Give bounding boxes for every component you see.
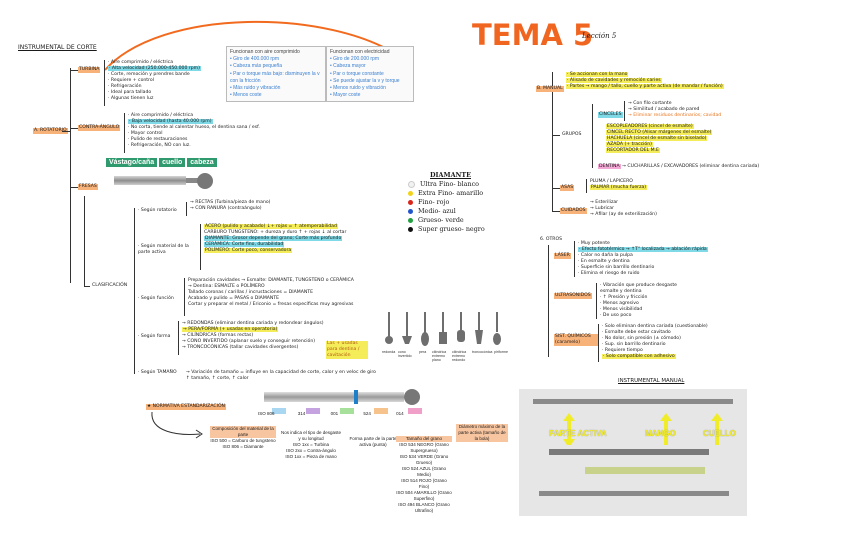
electricidad-box: Funcionan con electricidad • Giro de 200… [326,46,414,103]
asas-notes: PLUMA / LAPICERO PALMAR (mucha fuerza) [590,179,648,190]
manual-notes: · Se accionan con la mano · Alisado de c… [566,72,724,89]
diamante-legend: DIAMANTE Ultra Fino- blanco Extra Fino- … [408,171,485,234]
forma-notes: → REDONDAS (eliminar dentina cariada y r… [182,321,324,350]
funcion-group: · Según función [138,296,174,301]
clasificacion-label: CLASIFICACIÓN [92,283,128,288]
fino-dot [408,199,413,205]
iso-note-2: Nos indica el tipo de desgaste y su long… [280,430,342,459]
sist-quimicos-label: SIST. QUÍMICOS (caramelo) [554,334,598,346]
tamano-notes: → Variación de tamaño = influye en la ca… [186,370,376,381]
forma-note: Las + usadas para dentina / cavitación [326,341,368,359]
medio-dot [408,208,413,214]
material-notes: ACERO (pulido y acabado) ↓+ rojas = ↑ at… [204,224,347,253]
turbina-label: TURBINA [78,67,101,73]
iso-bur-diagram [264,389,422,414]
manual-label: B. MANUAL [536,86,564,92]
fresa-photo [114,173,213,189]
instrumental-manual-title: INSTRUMENTAL MANUAL [618,378,685,384]
page-subtitle: Lección 5 [582,32,617,40]
laser-label: LÁSER [554,253,571,259]
normativa-label: ★ NORMATIVA ESTANDARIZACIÓN [146,404,226,410]
grupos-label: GRUPOS [562,132,582,137]
rotatorio-label: A. ROTATORIO [33,128,68,134]
extra-fino-dot [408,190,413,196]
cinceles-label: CINCELES [598,112,623,118]
cuidados-label: CUIDADOS [560,208,587,214]
iso-code-row: ISO 806 314 001 524 014 [258,411,404,416]
otros-label: 6. OTROS [540,237,562,242]
material-group: · Según material de la parte activa [138,244,189,255]
iso-note-3: Forma parte de la parte activa (punta) [349,436,397,447]
forma-group: · Según forma [138,334,171,339]
ultra-fino-dot [408,180,415,188]
grueso-dot [408,217,413,223]
asas-label: ASAS [560,185,575,191]
fresa-parts-banner: Vástago/caña cuello cabeza [106,158,217,167]
iso-note-4: Tamaño del grano ISO 534 NEGRO (Grano Su… [396,436,452,513]
iso-note-1: Composición del material de la parte ISO… [210,426,276,449]
cuidados-notes: → Esterilizar → Lubricar → Afilar (ay de… [590,200,657,217]
ultrasonidos-label: ULTRASONIDOS [554,293,592,299]
super-grueso-dot [408,226,413,232]
ultra-notes: · Vibración que produce desgaste esmalte… [600,283,677,318]
bur-shapes-photo [385,312,501,346]
rotatorio-group: · Según rotatorio [138,208,177,213]
fresas-label: FRESAS [78,184,98,190]
funcion-notes: Preparación cavidades → Esmalte: DIAMANT… [188,278,354,307]
cinceles-notes: → Con filo cortante → Similitud / acabad… [628,101,722,118]
grupos-items: ESCOPLEADORES (cincel de esmalte) CINCEL… [606,124,713,153]
iso-note-5: Diámetro máximo de la parte activa (tama… [456,424,508,442]
turbina-notes: · Aire comprimido / eléctrica · Alta vel… [108,60,201,101]
instrumental-manual-photo: PARTE ACTIVA MANGO CUELLO [519,389,747,516]
curved-arrow [151,411,203,439]
dentina-row: DENTINA → CUCHARILLAS / EXCAVADORES (eli… [598,164,760,169]
section-title: INSTRUMENTAL DE CORTE [18,44,97,51]
quimicos-notes: · Solo eliminan dentina cariada (cuestio… [602,324,708,359]
laser-notes: · Muy potente · Efecto fototérmico → ↑T°… [578,241,708,276]
contra-notes: · Aire comprimido / eléctrica · Baja vel… [128,113,260,148]
aire-comprimido-box: Funcionan con aire comprimido • Giro de … [226,46,326,103]
page-title: TEMA 5 [472,18,594,52]
tamano-group: · Según TAMAÑO [138,370,177,375]
contra-angulo-label: CONTRA-ÁNGULO [78,125,121,131]
